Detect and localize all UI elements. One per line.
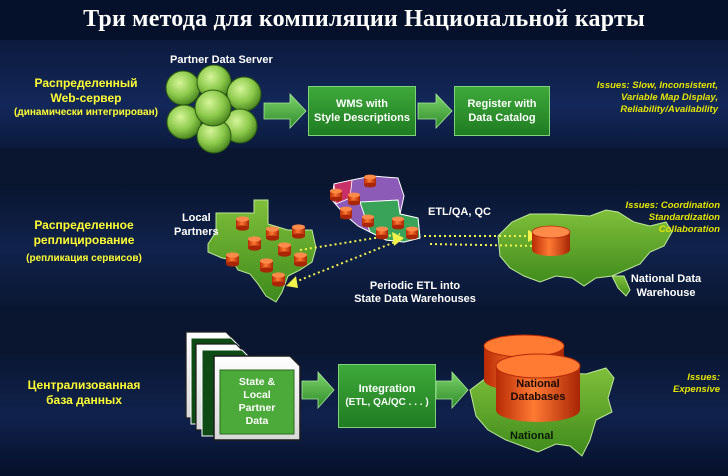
local-partners-label: Local Partners: [174, 211, 219, 239]
periodic-etl-line1: Periodic ETL into: [369, 280, 461, 292]
wms-style-box: WMS with Style Descriptions: [308, 86, 416, 136]
row2-label: Распределенное реплицирование (репликаци…: [4, 218, 164, 270]
row1-issues: Issues: Slow, Inconsistent, Variable Map…: [558, 80, 718, 116]
register-box-line1: Register with: [467, 98, 537, 110]
connector-arrowhead-2: [392, 232, 404, 246]
national-db-line1: National: [516, 378, 560, 390]
register-box-line2: Data Catalog: [468, 112, 536, 124]
register-catalog-box: Register with Data Catalog: [454, 86, 550, 136]
texas-map-shape: [207, 199, 317, 303]
western-cylinders: [330, 174, 418, 240]
row2-label-line3: (репликация сервисов): [26, 253, 142, 264]
row3-issues: Issues: Expensive: [620, 372, 720, 396]
partner-docs-stack: [185, 331, 301, 441]
integration-line2: (ETL, QA/QC . . . ): [345, 397, 429, 408]
docs-line2: Local: [243, 389, 271, 401]
server-node-7: [194, 89, 232, 127]
row3-issues-line1: Issues:: [687, 372, 720, 383]
periodic-etl-line2: State Data Warehouses: [354, 293, 476, 305]
national-map-label: National: [510, 430, 554, 442]
row1-label: Распределенный Web-сервер (динамически и…: [4, 76, 168, 120]
row2-issues-line2: Standardization: [648, 212, 720, 223]
row1-label-line1: Распределенный: [34, 76, 138, 90]
texas-cylinders: [226, 216, 307, 287]
national-databases-cylinders: [483, 334, 581, 422]
row2-label-line2: реплицирование: [33, 233, 135, 247]
row3-label: Централизованная база данных: [4, 378, 164, 408]
connector-arrowhead-3: [286, 276, 298, 288]
docs-line4: Data: [245, 415, 269, 427]
national-databases-label: National Databases: [496, 378, 580, 404]
partner-server-cluster: [165, 64, 262, 154]
row2-issues: Issues: Coordination Standardization Col…: [590, 200, 720, 236]
row1-label-line3: (динамически интегрирован): [14, 107, 158, 118]
row3-issues-line2: Expensive: [673, 384, 720, 395]
local-partners-line2: Partners: [174, 226, 219, 238]
florida-shape: [611, 275, 631, 297]
server-node-1: [165, 70, 201, 106]
page-title: Три метода для компиляции Национальной к…: [83, 6, 645, 32]
wms-box-line1: WMS with: [336, 98, 388, 110]
local-partners-line1: Local: [181, 212, 211, 224]
row2-issues-line3: Collaboration: [658, 224, 720, 235]
docs-line3: Partner: [238, 402, 276, 414]
national-warehouse-cylinder: [531, 225, 571, 256]
national-warehouse-line2: Warehouse: [636, 287, 696, 299]
divider-band-2: [0, 308, 728, 354]
connector-texas-west-2: [299, 233, 401, 251]
national-warehouse-label: National Data Warehouse: [616, 272, 716, 300]
national-warehouse-line1: National Data: [630, 273, 702, 285]
integration-line1: Integration: [358, 383, 416, 395]
row2-issues-line1: Issues: Coordination: [625, 200, 720, 211]
national-db-line2: Databases: [510, 391, 566, 403]
row3-arrow-1: [301, 370, 335, 410]
row2-label-line1: Распределенное: [34, 218, 134, 232]
server-node-3: [226, 76, 262, 112]
partner-docs-label: State & Local Partner Data: [220, 376, 294, 428]
row1-arrow-2: [417, 92, 453, 130]
replication-dotted-connectors: [289, 233, 537, 285]
etl-qa-label: ETL/QA, QC: [428, 206, 491, 218]
integration-box: Integration (ETL, QA/QC . . . ): [338, 364, 436, 428]
periodic-etl-label: Periodic ETL into State Data Warehouses: [330, 280, 500, 306]
partner-data-server-caption: Partner Data Server: [170, 54, 273, 66]
row1-label-line2: Web-сервер: [50, 91, 122, 105]
row3-label-line1: Централизованная: [27, 378, 141, 392]
western-states-map-overlay: [359, 199, 421, 243]
wms-box-line2: Style Descriptions: [314, 112, 410, 124]
header-band: [0, 0, 728, 40]
row3-label-line2: база данных: [46, 393, 122, 407]
row1-issues-line2: Variable Map Display,: [621, 92, 718, 103]
row1-issues-line3: Reliability/Availability: [620, 104, 718, 115]
docs-line1: State &: [238, 376, 276, 388]
row3-arrow-2: [435, 370, 469, 410]
row1-issues-line1: Issues: Slow, Inconsistent,: [596, 80, 718, 91]
row1-arrow-1: [263, 92, 307, 130]
